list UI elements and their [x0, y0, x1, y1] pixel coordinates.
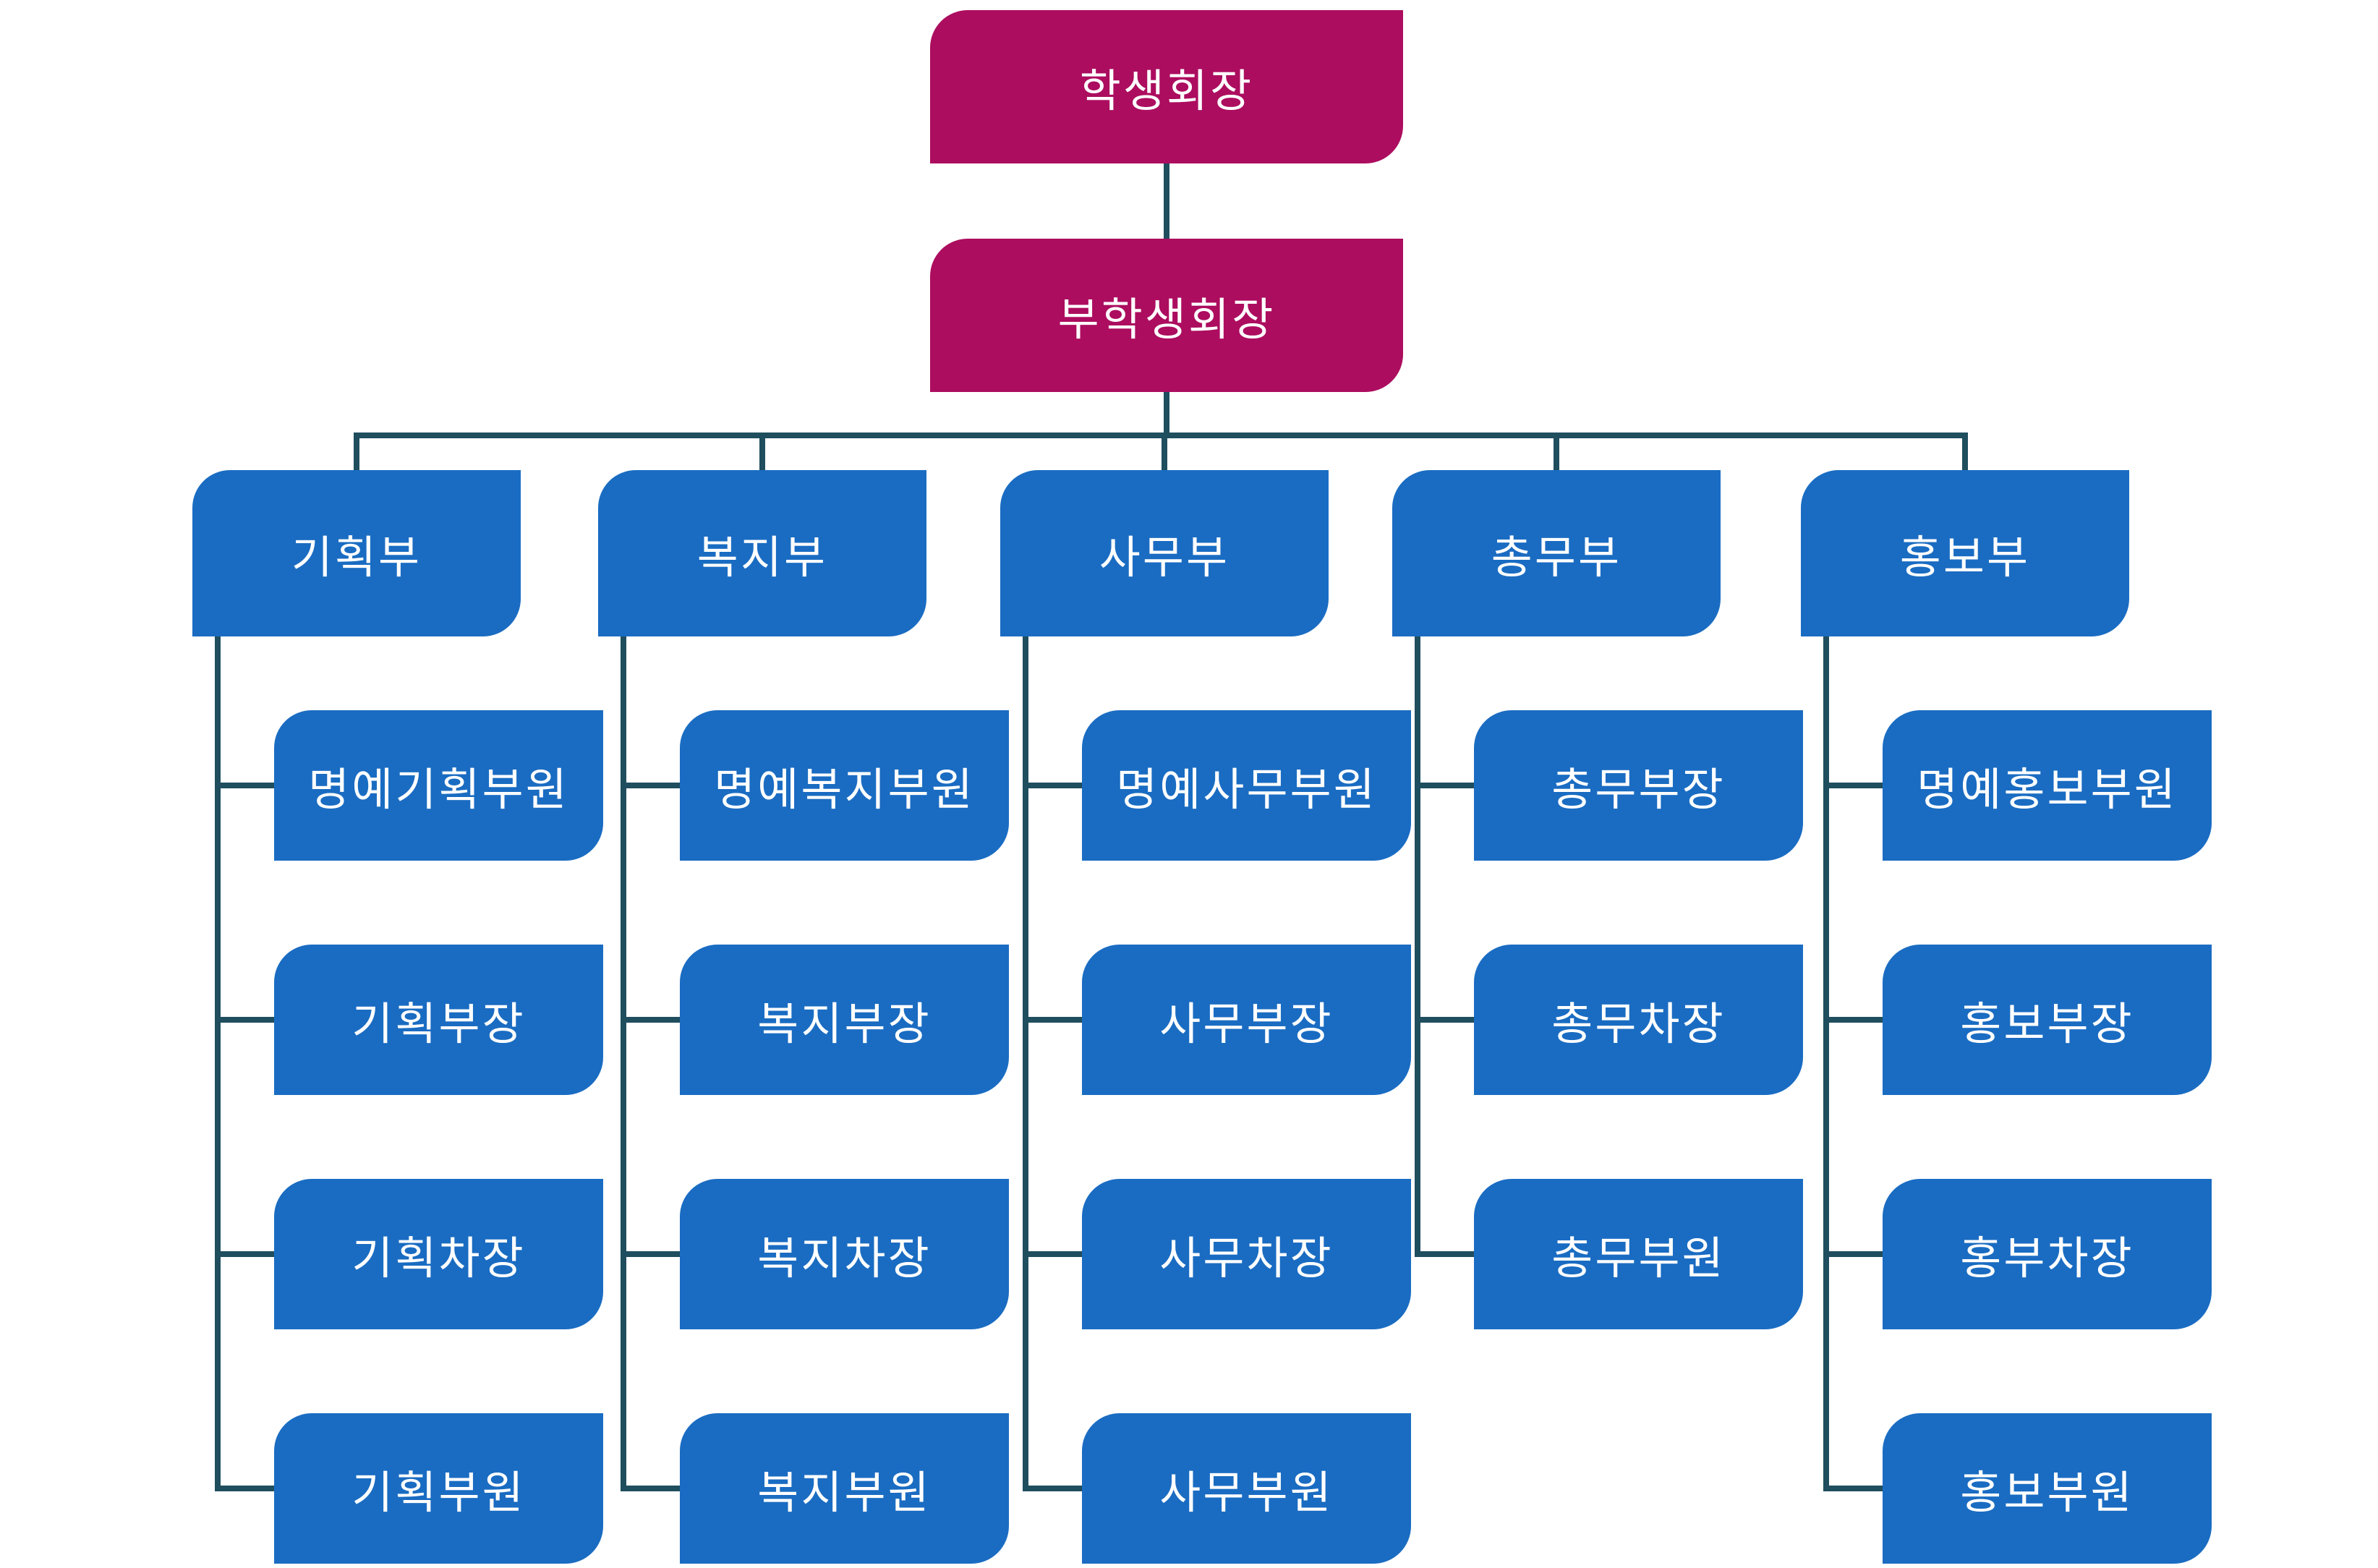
box-office-member: 사무부원 — [1082, 1413, 1411, 1564]
stub-general-affairs-1 — [1420, 783, 1474, 788]
box-general-affairs-member: 총무부원 — [1474, 1179, 1803, 1329]
stub-office-3 — [1028, 1251, 1082, 1257]
stub-pr-4 — [1829, 1486, 1883, 1491]
box-welfare-deputy: 복지차장 — [680, 1179, 1009, 1329]
box-planning-member: 기획부원 — [274, 1413, 603, 1564]
connector-drop-pr — [1962, 438, 1968, 470]
box-planning-head: 기획부장 — [274, 945, 603, 1095]
connector-drop-office — [1162, 438, 1167, 470]
connector-trunk — [354, 433, 1968, 438]
stub-welfare-3 — [626, 1251, 680, 1257]
box-dept-office: 사무부 — [1000, 470, 1329, 636]
rail-pr — [1823, 636, 1829, 1491]
box-honorary-pr-member: 명예홍보부원 — [1883, 710, 2212, 861]
box-student-president: 학생회장 — [930, 10, 1403, 163]
stub-pr-3 — [1829, 1251, 1883, 1257]
stub-planning-2 — [221, 1017, 274, 1023]
connector-drop-welfare — [759, 438, 765, 470]
box-dept-general-affairs: 총무부 — [1392, 470, 1721, 636]
stub-pr-2 — [1829, 1017, 1883, 1023]
box-welfare-member: 복지부원 — [680, 1413, 1009, 1564]
stub-welfare-2 — [626, 1017, 680, 1023]
box-pr-head: 홍보부장 — [1883, 945, 2212, 1095]
box-office-deputy: 사무차장 — [1082, 1179, 1411, 1329]
box-planning-deputy: 기획차장 — [274, 1179, 603, 1329]
box-dept-planning: 기획부 — [192, 470, 521, 636]
rail-office — [1023, 636, 1028, 1491]
box-honorary-planning-member: 명예기획부원 — [274, 710, 603, 861]
stub-office-2 — [1028, 1017, 1082, 1023]
stub-office-1 — [1028, 783, 1082, 788]
box-dept-welfare: 복지부 — [598, 470, 926, 636]
box-vice-president: 부학생회장 — [930, 239, 1403, 392]
stub-general-affairs-3 — [1420, 1251, 1474, 1257]
stub-general-affairs-2 — [1420, 1017, 1474, 1023]
box-honorary-office-member: 명예사무부원 — [1082, 710, 1411, 861]
box-office-head: 사무부장 — [1082, 945, 1411, 1095]
box-honorary-welfare-member: 명예복지부원 — [680, 710, 1009, 861]
box-welfare-head: 복지부장 — [680, 945, 1009, 1095]
stub-pr-1 — [1829, 783, 1883, 788]
connector-drop-planning — [354, 438, 359, 470]
box-general-affairs-deputy: 총무차장 — [1474, 945, 1803, 1095]
rail-general-affairs — [1415, 636, 1420, 1257]
connector-vice-trunk — [1164, 392, 1169, 433]
stub-welfare-4 — [626, 1486, 680, 1491]
box-general-affairs-head: 총무부장 — [1474, 710, 1803, 861]
connector-drop-general-affairs — [1554, 438, 1559, 470]
stub-planning-3 — [221, 1251, 274, 1257]
stub-welfare-1 — [626, 783, 680, 788]
stub-planning-1 — [221, 783, 274, 788]
stub-office-4 — [1028, 1486, 1082, 1491]
rail-planning — [215, 636, 221, 1491]
box-pr-member: 홍보부원 — [1883, 1413, 2212, 1564]
stub-planning-4 — [221, 1486, 274, 1491]
box-dept-pr: 홍보부 — [1801, 470, 2129, 636]
rail-welfare — [621, 636, 626, 1491]
box-pr-deputy: 홍부차장 — [1883, 1179, 2212, 1329]
connector-president-vice — [1164, 163, 1169, 239]
